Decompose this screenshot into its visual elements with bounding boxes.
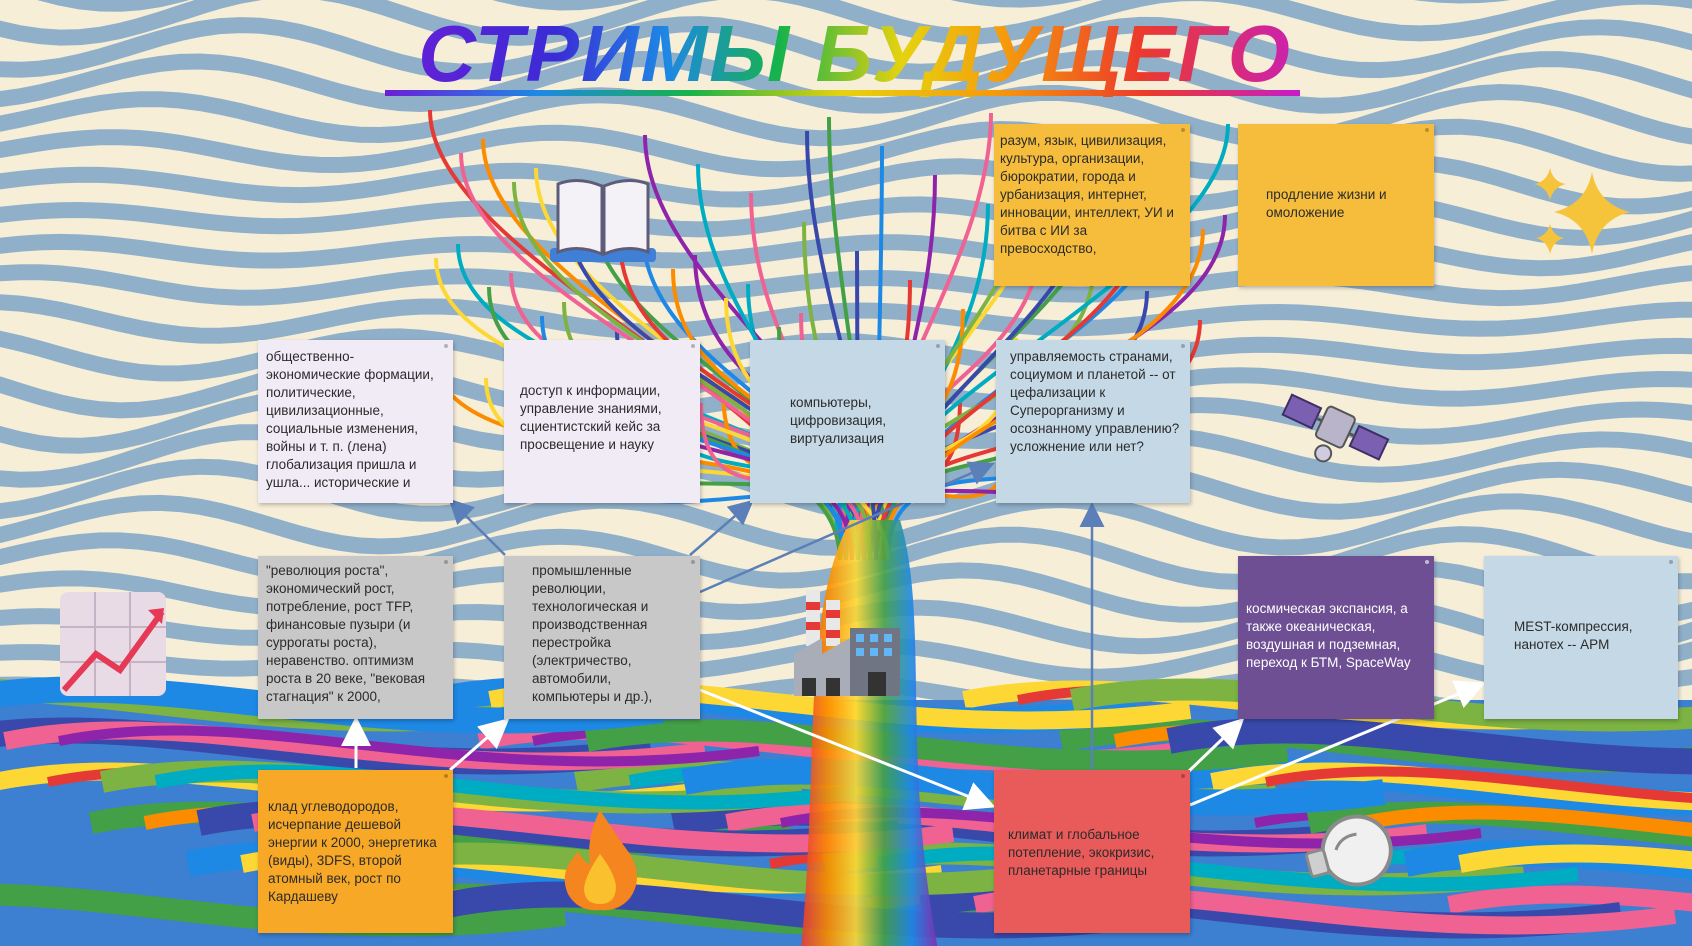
wave-line (0, 49, 1692, 114)
note-information-access[interactable]: доступ к информации, управление знаниями… (504, 340, 700, 503)
note-text: продление жизни и омоложение (1266, 187, 1387, 220)
fire-icon (564, 810, 637, 911)
note-corner-dot (1181, 344, 1185, 348)
note-space-expansion[interactable]: космическая экспансия, а также океаничес… (1238, 556, 1434, 719)
note-corner-dot (1181, 774, 1185, 778)
note-corner-dot (1425, 560, 1429, 564)
note-text: промышленные революции, технологическая … (532, 563, 653, 704)
note-corner-dot (1425, 128, 1429, 132)
factory-icon (794, 590, 900, 696)
note-corner-dot (1669, 560, 1673, 564)
note-text: MEST-компрессия, нанотех -- APM (1514, 619, 1633, 652)
ground-stripe (1447, 885, 1692, 914)
note-mind-language[interactable]: разум, язык, цивилизация, культура, орга… (994, 124, 1190, 286)
ground-stripe (1361, 805, 1692, 837)
note-corner-dot (691, 560, 695, 564)
note-governance[interactable]: управляемость странами, социумом и плане… (996, 340, 1190, 503)
note-corner-dot (444, 774, 448, 778)
title-underline (385, 90, 1300, 96)
note-text: космическая экспансия, а также океаничес… (1246, 601, 1411, 670)
ground-stripe (876, 846, 1579, 892)
note-industrial-revolutions[interactable]: промышленные революции, технологическая … (504, 556, 700, 719)
book-icon (550, 179, 656, 262)
note-corner-dot (1181, 128, 1185, 132)
note-corner-dot (936, 344, 940, 348)
note-corner-dot (691, 344, 695, 348)
note-computers[interactable]: компьютеры, цифровизация, виртуализация (750, 340, 945, 503)
satellite-icon (1281, 393, 1390, 463)
note-text: доступ к информации, управление знаниями… (520, 383, 662, 452)
note-text: разум, язык, цивилизация, культура, орга… (1000, 133, 1174, 256)
note-text: "революция роста", экономический рост, п… (266, 563, 426, 704)
ground-stripe (58, 725, 760, 767)
note-hydrocarbons[interactable]: клад углеводородов, исчерпание дешевой э… (258, 770, 453, 933)
wave-line (0, 0, 1692, 46)
note-social-formations[interactable]: общественно-экономические формации, поли… (258, 340, 453, 503)
note-mest-compression[interactable]: MEST-компрессия, нанотех -- APM (1484, 556, 1678, 719)
note-text: климат и глобальное потепление, экокризи… (1008, 827, 1155, 878)
note-text: управляемость странами, социумом и плане… (1010, 349, 1180, 454)
wave-line (0, 294, 1692, 344)
wave-line (0, 83, 1692, 148)
note-text: компьютеры, цифровизация, виртуализация (790, 395, 887, 446)
note-corner-dot (444, 560, 448, 564)
page-title: СТРИМЫ БУДУЩЕГО (385, 8, 1325, 100)
sparkles-icon (1534, 168, 1630, 254)
ground-stripe (1458, 844, 1692, 873)
note-text: клад углеводородов, исчерпание дешевой э… (268, 799, 437, 904)
chart-icon (60, 592, 166, 696)
note-life-extension[interactable]: продление жизни и омоложение (1238, 124, 1434, 286)
note-climate[interactable]: климат и глобальное потепление, экокризи… (994, 770, 1190, 933)
note-corner-dot (444, 344, 448, 348)
note-text: общественно-экономические формации, поли… (266, 349, 434, 490)
note-growth-revolution[interactable]: "революция роста", экономический рост, п… (258, 556, 453, 719)
lightbulb-icon (1305, 814, 1393, 887)
wave-line (0, 16, 1692, 80)
